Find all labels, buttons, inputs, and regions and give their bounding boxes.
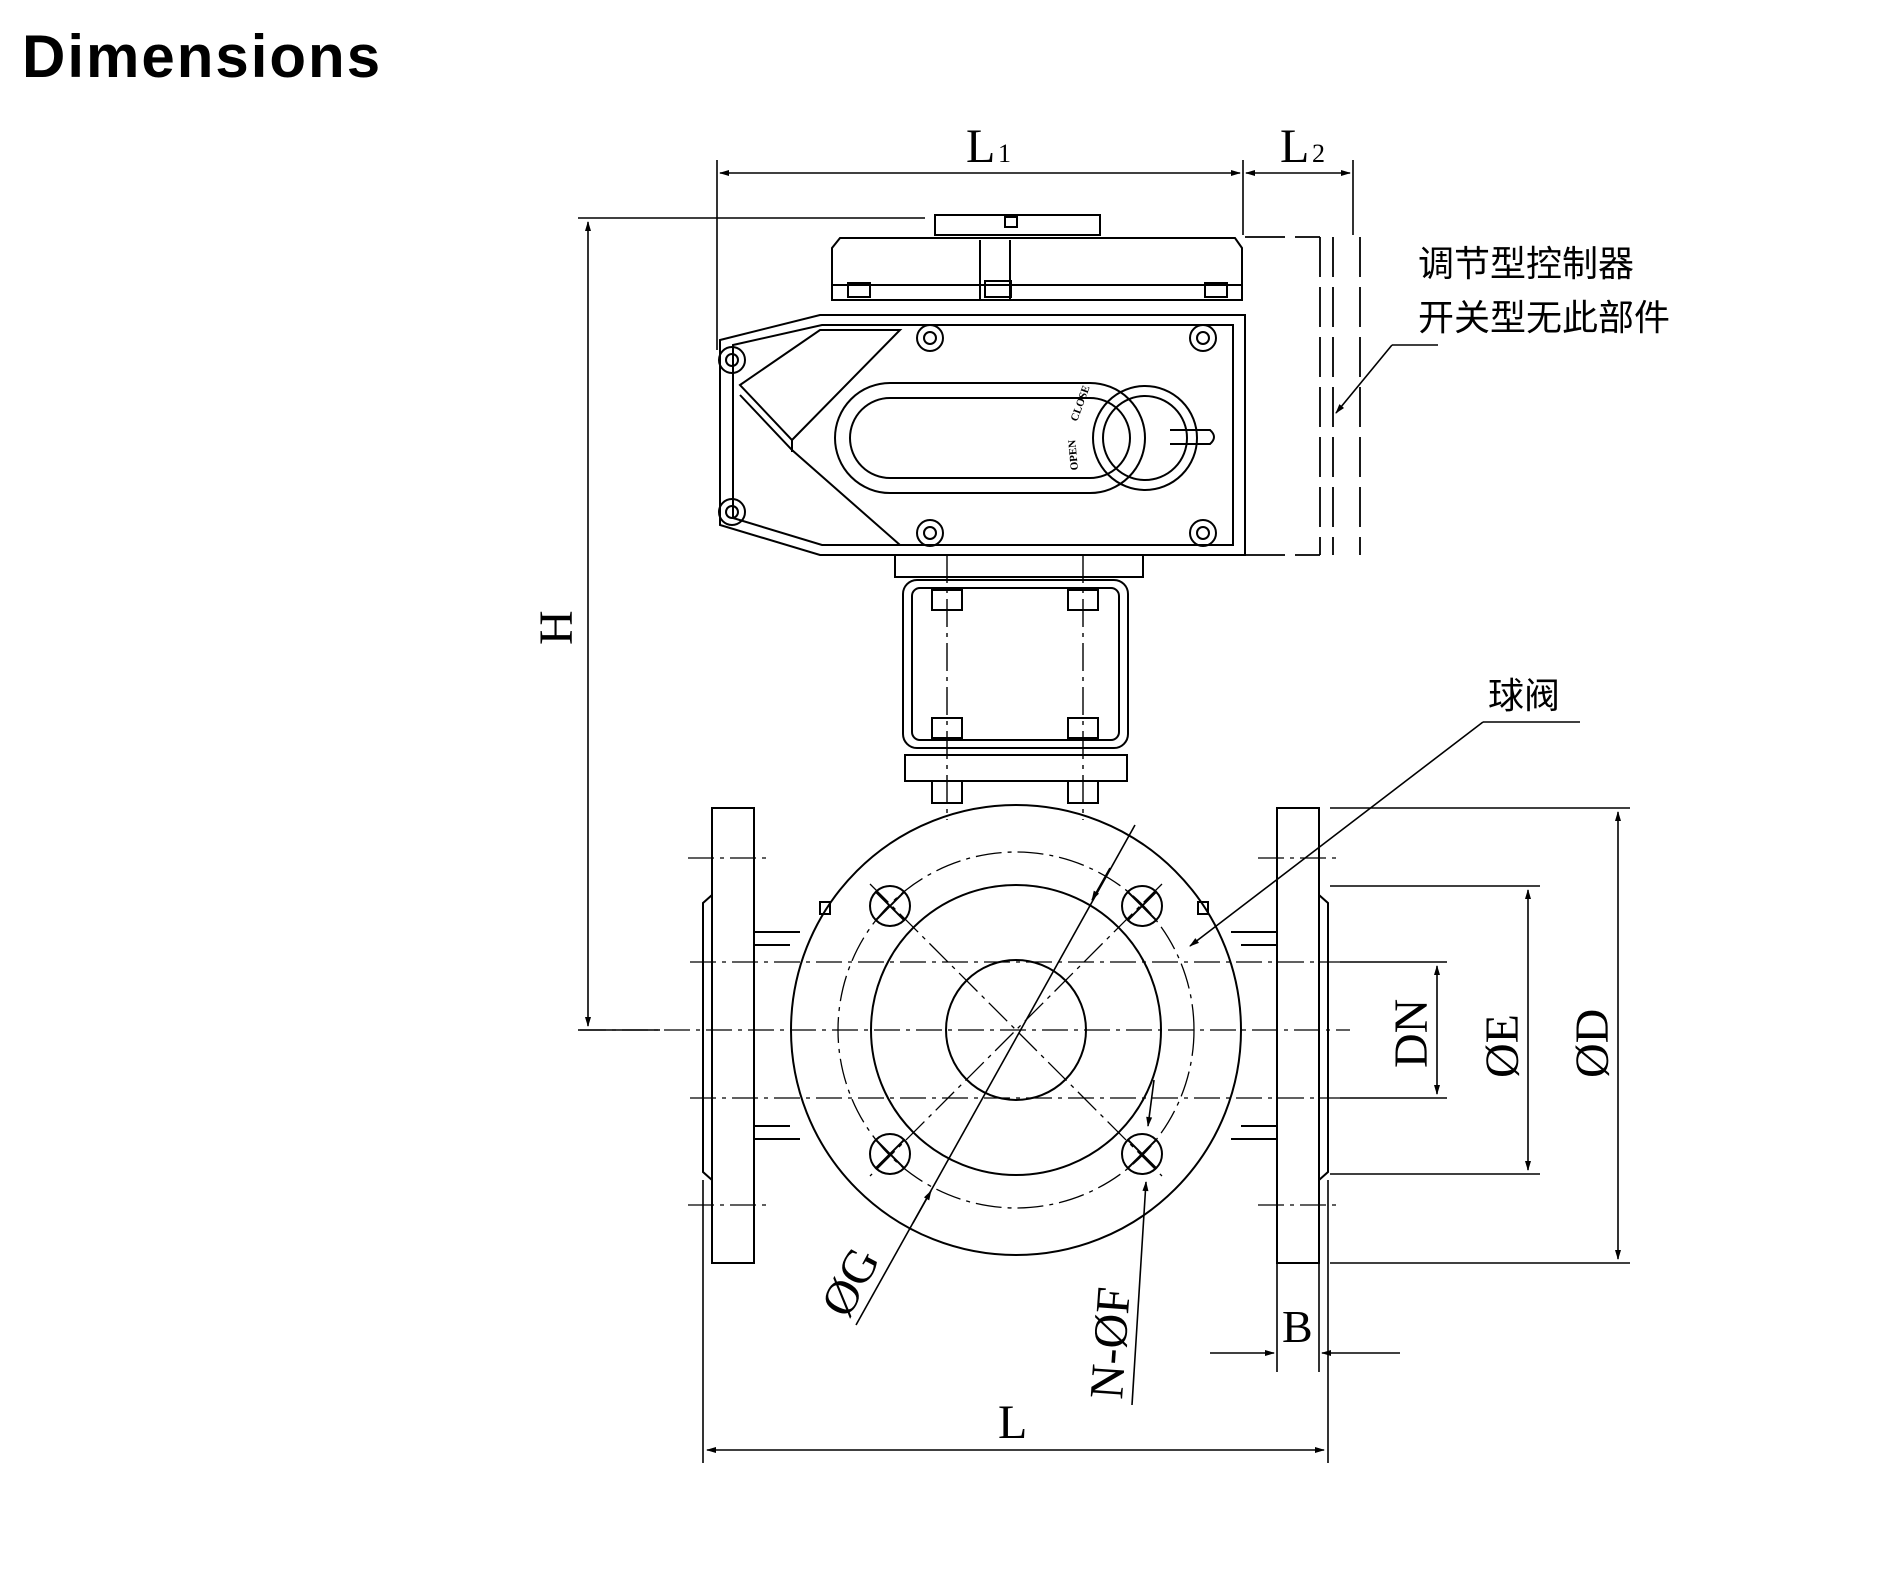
dim-label-h: H bbox=[530, 610, 583, 645]
actuator-screw bbox=[718, 498, 746, 526]
dial-close-label: CLOSE bbox=[1069, 384, 1093, 423]
bolt-hole bbox=[1121, 885, 1163, 927]
actuator-screw bbox=[916, 519, 944, 547]
dim-label-l: L bbox=[998, 1396, 1027, 1449]
actuator-screw bbox=[1189, 519, 1217, 547]
page-title: Dimensions bbox=[22, 23, 383, 90]
optional-controller-outline bbox=[1245, 236, 1361, 556]
mounting-bracket bbox=[902, 579, 1129, 804]
dim-label-dn: DN bbox=[1385, 999, 1438, 1068]
dim-label-nf: N-ØF bbox=[1080, 1285, 1141, 1400]
dial-open-label: OPEN bbox=[1066, 439, 1081, 471]
dim-label-l1: L bbox=[966, 120, 995, 173]
dim-label-od: ØD bbox=[1566, 1009, 1619, 1078]
electric-actuator bbox=[718, 214, 1246, 578]
bolt-hole bbox=[1121, 1133, 1163, 1175]
ball-valve-body bbox=[702, 804, 1329, 1264]
dim-label-l1-sub: 1 bbox=[998, 139, 1011, 168]
dim-label-og: ØG bbox=[811, 1239, 890, 1325]
dimension-lines bbox=[578, 160, 1630, 1463]
dim-label-l2-sub: 2 bbox=[1312, 139, 1325, 168]
actuator-screw bbox=[718, 346, 746, 374]
dim-label-b: B bbox=[1282, 1301, 1313, 1352]
dim-label-l2: L bbox=[1280, 120, 1309, 173]
controller-note-line2: 开关型无此部件 bbox=[1418, 298, 1670, 339]
controller-note-line1: 调节型控制器 bbox=[1418, 244, 1634, 285]
dim-label-oe: ØE bbox=[1476, 1014, 1529, 1078]
ball-valve-note: 球阀 bbox=[1488, 676, 1560, 717]
actuator-screw bbox=[1189, 324, 1217, 352]
actuator-screw bbox=[916, 324, 944, 352]
